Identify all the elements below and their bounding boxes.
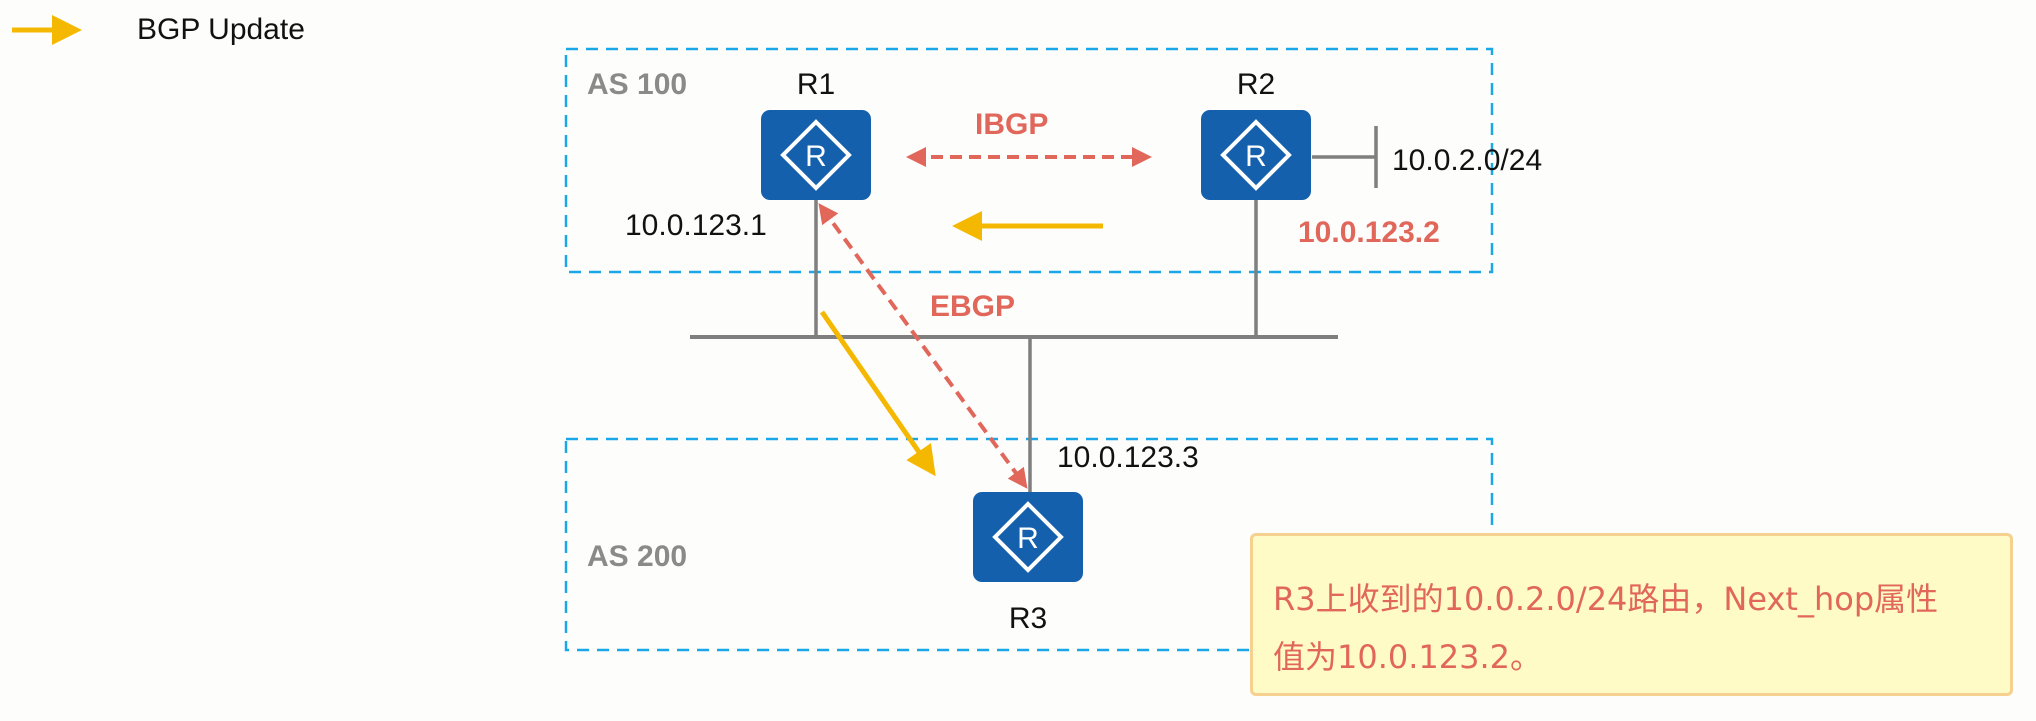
router-r1-label: R1	[796, 68, 836, 101]
r2-network-prefix: 10.0.2.0/24	[1392, 144, 1543, 177]
next-hop-note: R3上收到的10.0.2.0/24路由，Next_hop属性 值为10.0.12…	[1250, 533, 2013, 696]
note-line-2: 值为10.0.123.2。	[1273, 638, 1543, 676]
svg-text:R: R	[1245, 140, 1267, 173]
r3-interface-address: 10.0.123.3	[1057, 441, 1199, 474]
router-r1-icon[interactable]: R	[761, 110, 871, 200]
r1-interface-address: 10.0.123.1	[625, 209, 767, 242]
ebgp-session-arrow	[818, 203, 1028, 489]
router-r3-icon[interactable]: R	[973, 492, 1083, 582]
svg-text:R: R	[1017, 522, 1039, 555]
router-r2-icon[interactable]: R	[1201, 110, 1311, 200]
r2-interface-address: 10.0.123.2	[1298, 216, 1440, 249]
ibgp-label: IBGP	[975, 108, 1049, 141]
as100-boundary	[564, 47, 1494, 274]
bgp-update-r1-to-r3-arrow	[819, 310, 936, 477]
as200-label: AS 200	[587, 540, 688, 573]
svg-text:R: R	[805, 140, 827, 173]
router-r3-label: R3	[1008, 602, 1048, 635]
router-r2-label: R2	[1236, 68, 1276, 101]
note-line-1: R3上收到的10.0.2.0/24路由，Next_hop属性	[1273, 580, 1939, 618]
ebgp-label: EBGP	[930, 290, 1016, 323]
as100-label: AS 100	[587, 68, 688, 101]
legend-label: BGP Update	[137, 13, 305, 46]
